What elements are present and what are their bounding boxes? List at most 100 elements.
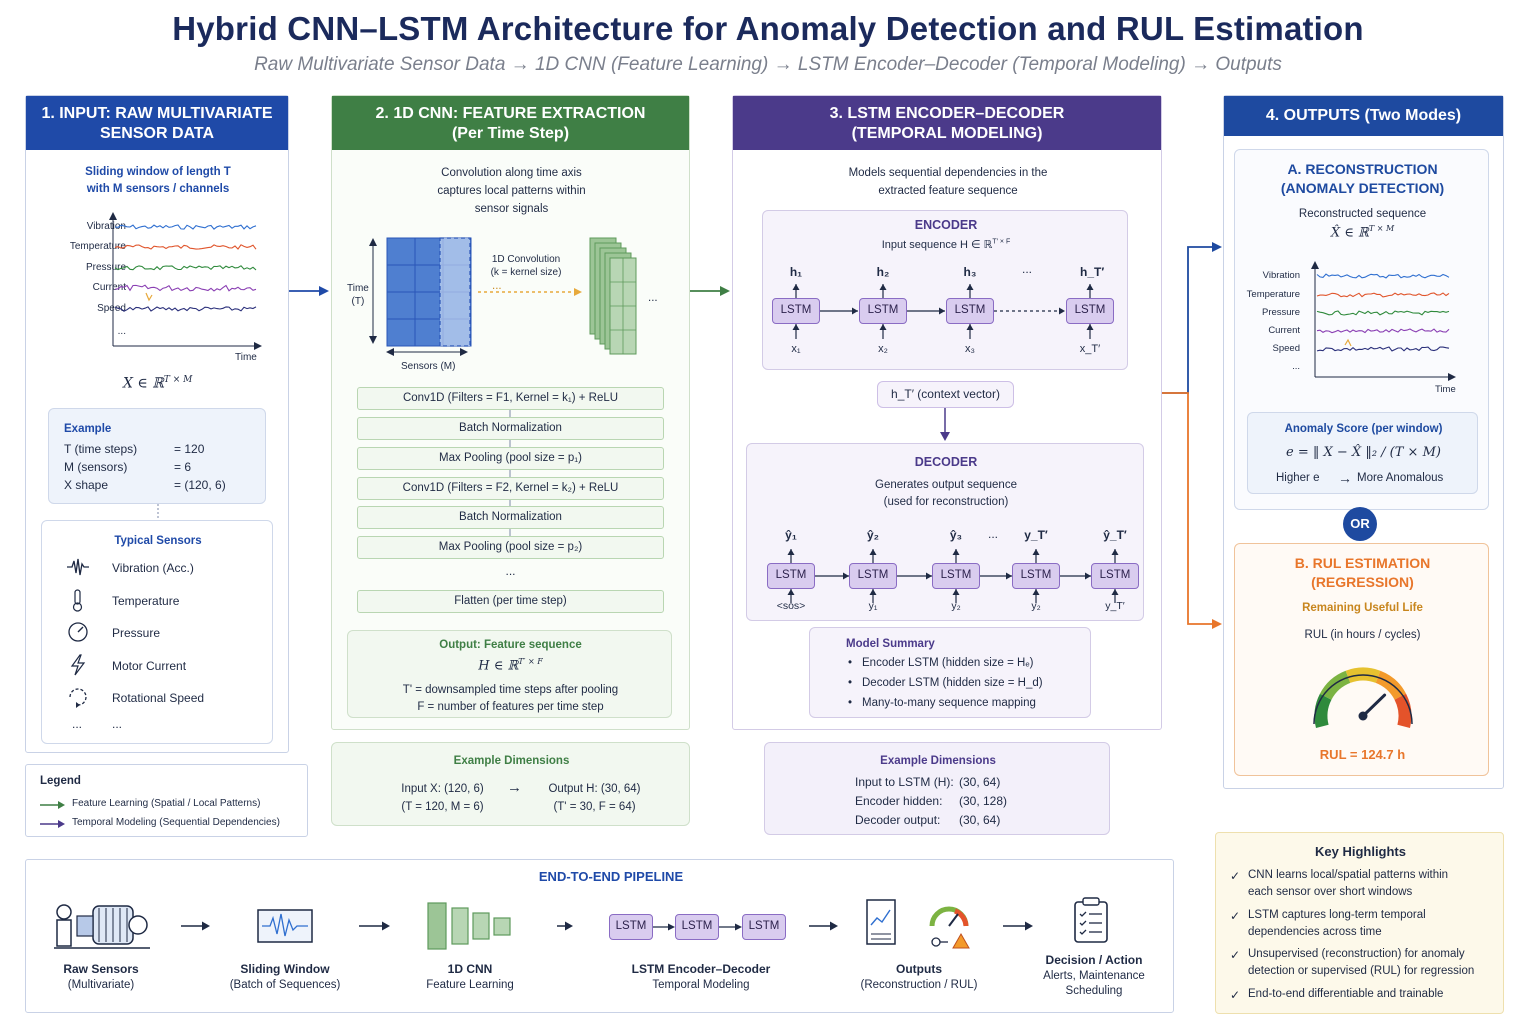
input-signal-line bbox=[114, 244, 257, 250]
encoder-lstm-cell: LSTM bbox=[859, 298, 907, 324]
decoder-output-label: ŷ₃ bbox=[949, 528, 963, 542]
gauge-icon bbox=[68, 622, 88, 642]
check-icon: ✓ bbox=[1230, 948, 1241, 962]
feature-maps bbox=[589, 237, 637, 355]
typical-sensors-box: Typical Sensors Vibration (Acc.)Temperat… bbox=[41, 520, 273, 744]
cnn-time-axis-sub: (T) bbox=[351, 296, 365, 307]
decoder-description: Generates output sequence (used for reco… bbox=[747, 477, 1145, 511]
highlight-line1: CNN learns local/spatial patterns within bbox=[1248, 869, 1449, 881]
vibration-icon bbox=[67, 558, 89, 576]
key-highlights-title: Key Highlights bbox=[1314, 844, 1406, 859]
highlight-line1: Unsupervised (reconstruction) for anomal… bbox=[1248, 948, 1465, 960]
input-panel-header: 1. INPUT: RAW MULTIVARIATE SENSOR DATA bbox=[26, 96, 288, 150]
decoder-output-label: y_T′ bbox=[1024, 528, 1048, 542]
output-signal-label: Vibration bbox=[1262, 270, 1300, 281]
encoder-ellipsis: ... bbox=[1022, 262, 1033, 276]
cnn-layer: Batch Normalization bbox=[357, 506, 664, 529]
rul-description: RUL (in hours / cycles) bbox=[1304, 629, 1421, 641]
cnn-description: Convolution along time axis captures loc… bbox=[332, 164, 691, 218]
input-example-title: Example bbox=[64, 423, 112, 435]
lightning-icon bbox=[70, 653, 86, 675]
gauge-icon bbox=[1313, 667, 1413, 729]
check-icon: ✓ bbox=[1230, 869, 1241, 883]
example-value: = 6 bbox=[174, 460, 192, 474]
anomaly-score-more: More Anomalous bbox=[1357, 472, 1444, 484]
decoder-input-label: y_T′ bbox=[1105, 600, 1125, 612]
cnn-output-title: Output: Feature sequence bbox=[439, 639, 582, 651]
input-panel: 1. INPUT: RAW MULTIVARIATE SENSOR DATA S… bbox=[25, 95, 289, 753]
cnn-layer: Conv1D (Filters = F1, Kernel = k₁) + ReL… bbox=[357, 387, 664, 410]
arrow-cnn-to-lstm bbox=[690, 286, 730, 296]
outputs-gauge-icon bbox=[929, 906, 970, 949]
cnn-time-axis-label: Time (T) bbox=[347, 282, 369, 308]
cnn-output-note1: T' = downsampled time steps after poolin… bbox=[402, 684, 619, 696]
cnn-dims-input-l1: Input X: (120, 6) bbox=[401, 783, 484, 795]
reconstruction-box: A. RECONSTRUCTION (ANOMALY DETECTION) Re… bbox=[1234, 149, 1489, 510]
encoder-input-label: x_T′ bbox=[1079, 343, 1101, 355]
typical-sensor-label: Pressure bbox=[112, 626, 161, 640]
cnn-dims-arrow: → bbox=[507, 779, 522, 796]
typical-sensors-title: Typical Sensors bbox=[114, 535, 202, 547]
summary-bullet: • bbox=[848, 677, 853, 689]
cnn-output-math-sup: T′ × F bbox=[518, 657, 543, 666]
reconstruction-title: A. RECONSTRUCTION (ANOMALY DETECTION) bbox=[1235, 160, 1490, 198]
summary-bullet: • bbox=[848, 657, 853, 669]
typical-sensor-label: Motor Current bbox=[112, 658, 187, 673]
pipeline-step-title: Decision / Action bbox=[1045, 953, 1143, 967]
cnn-dims-title: Example Dimensions bbox=[453, 755, 570, 767]
decoder-title: DECODER bbox=[914, 455, 978, 469]
reconstruction-desc: Reconstructed sequence bbox=[1298, 208, 1427, 220]
reconstruction-math-sup: T × M bbox=[1368, 224, 1395, 233]
cnn-title-line1: 2. 1D CNN: FEATURE EXTRACTION bbox=[375, 105, 646, 122]
example-key: M (sensors) bbox=[64, 460, 128, 474]
lstm-example-dims: Example Dimensions Input to LSTM (H):(30… bbox=[764, 742, 1110, 835]
highlight-line2: detection or supervised (RUL) for regres… bbox=[1248, 965, 1475, 977]
decoder-input-label: y₂ bbox=[1031, 600, 1041, 612]
cnn-blocks-icon bbox=[427, 902, 511, 950]
reconstruction-math: X̂ ∈ ℝT × M bbox=[1235, 224, 1490, 240]
decoder-output-label: ŷ₂ bbox=[866, 528, 879, 542]
cnn-output-math: H ∈ ℝT′ × F bbox=[348, 657, 673, 673]
lstm-dims-title: Example Dimensions bbox=[880, 755, 996, 767]
outputs-title: 4. OUTPUTS (Two Modes) bbox=[1265, 107, 1462, 124]
sliding-window-icon bbox=[257, 909, 313, 943]
pipeline-step-title: LSTM Encoder–Decoder bbox=[631, 962, 771, 976]
cnn-output-box: Output: Feature sequence H ∈ ℝT′ × F T' … bbox=[347, 630, 672, 718]
input-time-label: Time bbox=[235, 352, 257, 363]
decoder-input-label: y₂ bbox=[951, 600, 961, 612]
conv-label: 1D Convolution (k = kernel size) bbox=[478, 253, 574, 279]
page-subtitle: Raw Multivariate Sensor Data → 1D CNN (F… bbox=[254, 54, 1282, 75]
highlight-line1: LSTM captures long-term temporal bbox=[1248, 909, 1426, 921]
cnn-output-math-base: H ∈ ℝ bbox=[478, 658, 519, 674]
cnn-dims-input: Input X: (120, 6) (T = 120, M = 6) bbox=[380, 780, 505, 816]
encoder-hidden-label: h₃ bbox=[963, 265, 977, 279]
cnn-layer: Max Pooling (pool size = p₁) bbox=[357, 447, 664, 470]
cnn-desc-line2: captures local patterns within bbox=[437, 185, 586, 197]
legend-arrow-icon bbox=[40, 820, 65, 828]
cnn-layer: Batch Normalization bbox=[357, 417, 664, 440]
cnn-sensors-axis-label: Sensors (M) bbox=[401, 361, 456, 372]
decoder-output-label: ŷ_T′ bbox=[1103, 528, 1127, 542]
example-key: T (time steps) bbox=[64, 442, 138, 456]
output-signal-label: Temperature bbox=[1246, 289, 1300, 300]
decoder-ellipsis: ... bbox=[988, 527, 999, 541]
cnn-dims-output-l1: Output H: (30, 64) bbox=[548, 783, 641, 795]
input-signal-label: Current bbox=[92, 282, 126, 293]
output-signal-label: Current bbox=[1268, 325, 1300, 336]
encoder-input-label: x₃ bbox=[965, 343, 975, 355]
check-icon: ✓ bbox=[1230, 988, 1241, 1002]
key-highlights-box: Key Highlights ✓ CNN learns local/spatial… bbox=[1215, 832, 1504, 1014]
anomaly-score-box: Anomaly Score (per window) e = ‖ X − X̂ … bbox=[1247, 412, 1478, 494]
reconstruction-title-l1: A. RECONSTRUCTION bbox=[1287, 161, 1438, 177]
lstm-panel-header: 3. LSTM ENCODER–DECODER (TEMPORAL MODELI… bbox=[733, 96, 1161, 150]
lstm-desc-line2: extracted feature sequence bbox=[878, 185, 1018, 197]
outputs-report-icon bbox=[866, 899, 896, 945]
rul-title-l1: B. RUL ESTIMATION bbox=[1294, 555, 1431, 571]
lstm-desc-line1: Models sequential dependencies in the bbox=[848, 167, 1048, 179]
input-signal-label: Vibration bbox=[86, 221, 126, 232]
rul-value: RUL = 124.7 h bbox=[1319, 747, 1406, 762]
pipeline-step-sub: (Multivariate) bbox=[67, 979, 135, 991]
